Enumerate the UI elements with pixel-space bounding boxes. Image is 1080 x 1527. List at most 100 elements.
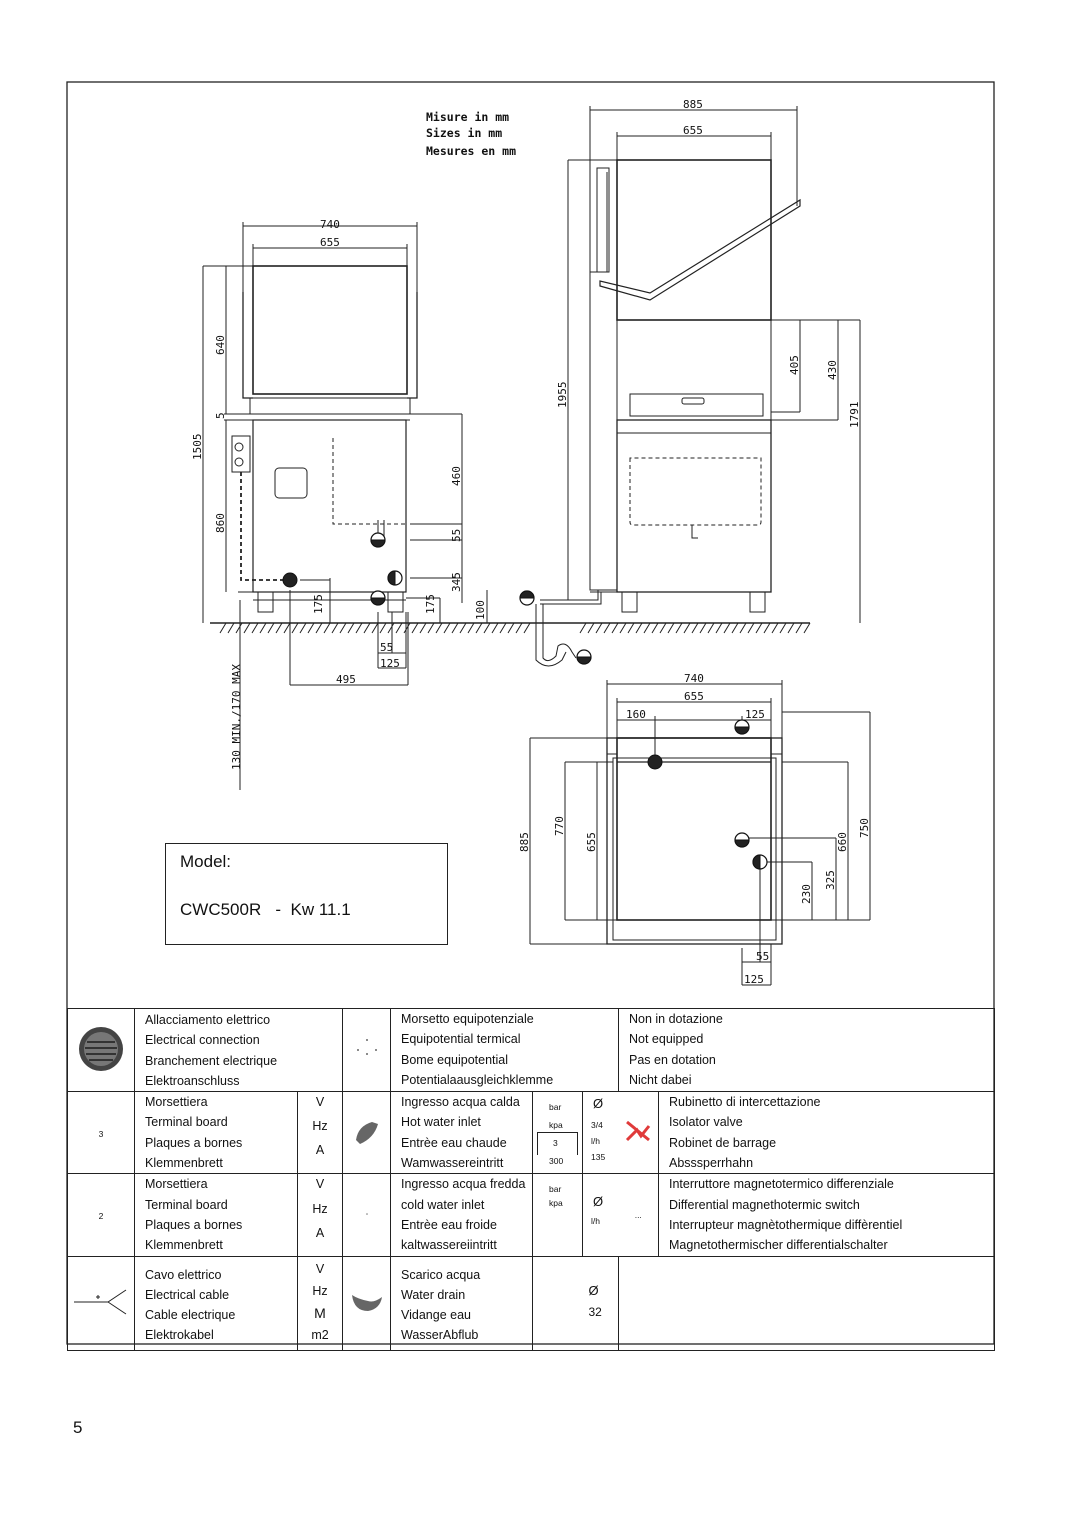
dim-front-w495: 495 <box>336 673 356 686</box>
legend-equipotential-de: Potentialaausgleichklemme <box>401 1072 554 1087</box>
dim-side-w885: 885 <box>683 98 703 111</box>
legend-differential-switch-fr: Interrupteur magnètothermique diffèrenti… <box>669 1217 903 1232</box>
isolator-valve-icon <box>626 1121 651 1142</box>
legend-electrical-connection-en: Electrical connection <box>145 1033 260 1048</box>
dim-top-h660: 660 <box>836 832 849 852</box>
hot-water-inlet-icon <box>355 1122 378 1145</box>
drain-size: 32 <box>588 1304 602 1319</box>
legend-electrical-cable-fr: Cable electrique <box>145 1308 236 1323</box>
front-view <box>202 222 810 790</box>
sizes-note-fr: Mesures en mm <box>426 144 516 158</box>
dim-front-h640: 640 <box>214 335 227 355</box>
dim-front-width-outer: 740 <box>320 218 340 231</box>
dim-front-h460: 460 <box>450 466 463 486</box>
legend-cold-water-fr: Entrèe eau froide <box>401 1217 497 1232</box>
legend-equipotential-it: Morsetto equipotenziale <box>401 1012 534 1026</box>
pressure-unit-bar-cold: bar <box>549 1184 562 1195</box>
dim-top-h885: 885 <box>518 832 531 852</box>
unit-a-3: A <box>315 1143 325 1158</box>
legend-row-3: 2 Morsettiera Terminal board Plaques a b… <box>67 1173 996 1257</box>
unit-v-2: V <box>315 1177 325 1192</box>
legend-terminal-board-2-de: Klemmenbrett <box>145 1238 223 1253</box>
terminal-board-3-icon: 3 <box>98 1128 104 1139</box>
unit-hz-cable: Hz <box>312 1283 328 1298</box>
legend-row-4: Cavo elettrico Electrical cable Cable el… <box>67 1255 996 1351</box>
flow-unit-cold: l/h <box>591 1216 600 1227</box>
unit-m2-cable: m2 <box>311 1328 329 1343</box>
dim-side-w655: 655 <box>683 124 703 137</box>
unit-hz-2: Hz <box>312 1201 328 1216</box>
equipotential-icon-cell <box>342 1007 391 1093</box>
cold-water-inlet-icon <box>365 1213 368 1215</box>
connection-symbols-front <box>282 532 592 665</box>
dim-top-h655: 655 <box>585 832 598 852</box>
legend-electrical-cable-it: Cavo elettrico <box>145 1267 222 1282</box>
cold-water-icon-cell <box>342 1173 391 1257</box>
legend-isolator-valve-de: Absssperrhahn <box>669 1156 754 1171</box>
legend-terminal-board-2-it: Morsettiera <box>145 1177 208 1192</box>
top-view <box>529 680 871 986</box>
dim-front-h345: 345 <box>450 572 463 592</box>
unit-v-cable: V <box>315 1261 325 1276</box>
sizes-note-it: Misure in mm <box>426 110 509 124</box>
electrical-connection-icon <box>79 1026 123 1071</box>
legend-cold-water-en: cold water inlet <box>401 1197 485 1212</box>
dim-top-w655: 655 <box>684 690 704 703</box>
dim-front-h860: 860 <box>214 513 227 533</box>
unit-m-cable: M <box>314 1304 326 1321</box>
model-label: Model: <box>180 852 232 871</box>
differential-switch-icon: ... <box>618 1173 659 1257</box>
legend-terminal-board-2-en: Terminal board <box>145 1197 228 1212</box>
unit-v-3: V <box>315 1095 325 1110</box>
connection-symbols-top <box>647 719 768 870</box>
legend-isolator-valve-fr: Robinet de barrage <box>669 1135 777 1150</box>
unit-a-2: A <box>315 1225 325 1240</box>
terminal-board-3-icon-cell: 3 <box>67 1091 135 1175</box>
dim-front-h1505: 1505 <box>191 434 204 461</box>
legend-water-drain-fr: Vidange eau <box>401 1308 471 1323</box>
legend-cold-water-de: kaltwassereiintritt <box>401 1238 497 1253</box>
legend-isolator-valve-en: Isolator valve <box>669 1115 743 1130</box>
flow-diameter-hot: Ø <box>593 1096 604 1112</box>
pressure-value-kpa-hot: 300 <box>549 1156 564 1167</box>
hot-water-icon-cell <box>342 1091 391 1175</box>
terminal-board-2-icon-cell: 2 <box>67 1173 135 1257</box>
electrical-cable-icon <box>74 1289 127 1314</box>
equipotential-terminal-icon <box>356 1038 377 1055</box>
dim-front-h5: 5 <box>214 412 227 419</box>
model-value: CWC500R - Kw 11.1 <box>180 900 351 919</box>
sizes-note-en: Sizes in mm <box>426 126 502 140</box>
legend-not-equipped-de: Nicht dabei <box>629 1072 692 1087</box>
dim-top-w55: 55 <box>756 950 769 963</box>
legend-terminal-board-3-en: Terminal board <box>145 1115 228 1130</box>
dim-front-h55: 55 <box>450 529 463 542</box>
legend-electrical-cable-de: Elektrokabel <box>145 1328 214 1343</box>
dim-top-h770: 770 <box>553 816 566 836</box>
dim-top-w125b: 125 <box>744 973 764 986</box>
dim-front-h100: 100 <box>474 600 487 620</box>
legend-terminal-board-3-fr: Plaques a bornes <box>145 1135 243 1150</box>
legend-equipotential-en: Equipotential termical <box>401 1032 521 1047</box>
unit-hz-3: Hz <box>312 1119 328 1134</box>
dim-side-h430: 430 <box>826 360 839 380</box>
legend-differential-switch-it: Interruttore magnetotermico differenzial… <box>669 1177 894 1192</box>
legend-hot-water-en: Hot water inlet <box>401 1115 481 1130</box>
legend-electrical-cable-en: Electrical cable <box>145 1287 230 1302</box>
dim-side-h405: 405 <box>788 355 801 375</box>
legend-cold-water-it: Ingresso acqua fredda <box>401 1177 526 1192</box>
water-drain-icon-cell <box>342 1255 391 1351</box>
legend-table: Allacciamento elettrico Electrical conne… <box>67 1007 996 1351</box>
dim-front-width-inner: 655 <box>320 236 340 249</box>
water-drain-icon <box>351 1294 382 1311</box>
dim-top-h325: 325 <box>824 870 837 890</box>
dim-front-h175b: 175 <box>424 594 437 614</box>
legend-terminal-board-3-it: Morsettiera <box>145 1095 208 1110</box>
pressure-unit-kpa-cold: kpa <box>549 1198 563 1209</box>
legend-not-equipped-fr: Pas en dotation <box>629 1052 716 1067</box>
legend-isolator-valve-it: Rubinetto di intercettazione <box>669 1095 821 1110</box>
legend-water-drain-it: Scarico acqua <box>401 1267 481 1282</box>
legend-electrical-connection-fr: Branchement electrique <box>145 1053 278 1068</box>
pressure-value-bar-hot: 3 <box>553 1138 558 1149</box>
legend-water-drain-de: WasserAbflub <box>401 1328 479 1343</box>
